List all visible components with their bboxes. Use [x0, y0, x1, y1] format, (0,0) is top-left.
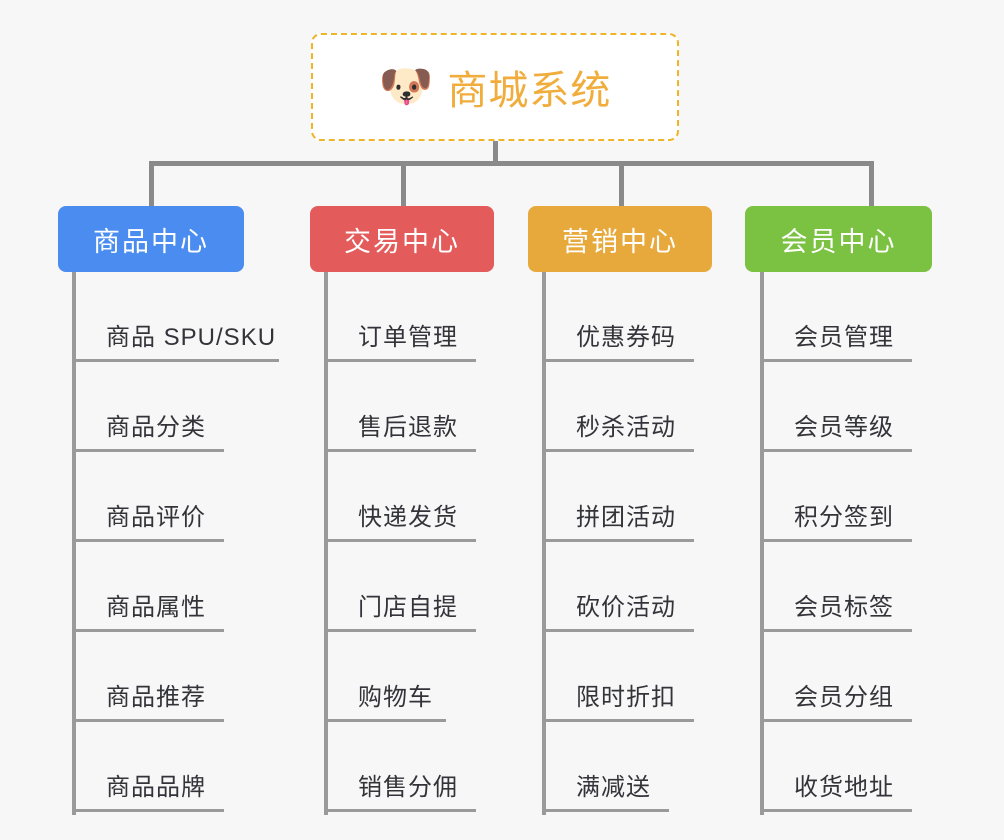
leaf-item-underline [760, 539, 912, 542]
leaf-item-underline [72, 449, 224, 452]
leaf-item-underline [72, 539, 224, 542]
shiba-dog-face-icon: 🐶 [378, 62, 434, 111]
leaf-item-label: 收货地址 [794, 774, 894, 801]
leaf-item-underline [542, 809, 669, 812]
leaf-item-underline [542, 449, 694, 452]
connector-drop-trade-center [401, 161, 406, 207]
connector-drop-member-center [869, 161, 874, 207]
column-header-product-center[interactable]: 商品中心 [58, 206, 244, 272]
leaf-item-label: 拼团活动 [576, 504, 676, 531]
leaf-item-label: 会员管理 [794, 324, 894, 351]
leaf-item-label: 商品分类 [106, 414, 206, 441]
leaf-item-underline [324, 719, 446, 722]
leaf-item-underline [324, 629, 476, 632]
connector-drop-marketing-center [619, 161, 624, 207]
leaf-item-underline [72, 719, 224, 722]
leaf-item-label: 销售分佣 [358, 774, 458, 801]
leaf-item-label: 积分签到 [794, 504, 894, 531]
connector-root-stem [493, 141, 498, 163]
column-header-marketing-center[interactable]: 营销中心 [528, 206, 712, 272]
column-header-label: 交易中心 [344, 226, 460, 257]
leaf-item-label: 会员标签 [794, 594, 894, 621]
column-spine-trade-center [324, 272, 328, 815]
leaf-item-label: 售后退款 [358, 414, 458, 441]
leaf-item-label: 商品 SPU/SKU [106, 324, 277, 351]
leaf-item-label: 门店自提 [358, 594, 458, 621]
leaf-item-label: 会员分组 [794, 684, 894, 711]
leaf-item-label: 购物车 [358, 684, 433, 711]
leaf-item-underline [542, 629, 694, 632]
connector-drop-product-center [149, 161, 154, 207]
leaf-item-label: 快递发货 [358, 504, 458, 531]
column-header-label: 商品中心 [93, 226, 209, 257]
root-node-shop-system[interactable]: 🐶 商城系统 [311, 33, 679, 141]
column-header-label: 营销中心 [562, 226, 678, 257]
leaf-item-label: 商品评价 [106, 504, 206, 531]
leaf-item-underline [542, 539, 694, 542]
leaf-item-label: 会员等级 [794, 414, 894, 441]
leaf-item-label: 商品品牌 [106, 774, 206, 801]
column-header-member-center[interactable]: 会员中心 [745, 206, 932, 272]
column-spine-member-center [760, 272, 764, 815]
leaf-item-underline [324, 449, 476, 452]
leaf-item-underline [72, 629, 224, 632]
root-node-title: 商城系统 [447, 69, 612, 113]
leaf-item-underline [542, 359, 694, 362]
leaf-item-label: 商品属性 [106, 594, 206, 621]
leaf-item-underline [324, 359, 476, 362]
leaf-item-underline [760, 449, 912, 452]
leaf-item-underline [760, 359, 912, 362]
leaf-item-label: 优惠券码 [576, 324, 676, 351]
leaf-item-underline [324, 539, 476, 542]
column-header-label: 会员中心 [780, 226, 897, 257]
column-spine-marketing-center [542, 272, 546, 815]
leaf-item-underline [760, 809, 912, 812]
leaf-item-underline [760, 719, 912, 722]
leaf-item-label: 砍价活动 [576, 594, 676, 621]
leaf-item-label: 秒杀活动 [576, 414, 676, 441]
column-header-trade-center[interactable]: 交易中心 [310, 206, 494, 272]
leaf-item-underline [760, 629, 912, 632]
column-spine-product-center [72, 272, 76, 815]
leaf-item-underline [542, 719, 694, 722]
leaf-item-label: 满减送 [576, 774, 651, 801]
leaf-item-underline [72, 809, 224, 812]
leaf-item-underline [72, 359, 279, 362]
leaf-item-underline [324, 809, 476, 812]
leaf-item-label: 商品推荐 [106, 684, 206, 711]
leaf-item-label: 订单管理 [358, 324, 458, 351]
connector-horizontal-bus [149, 161, 873, 166]
leaf-item-label: 限时折扣 [576, 684, 676, 711]
